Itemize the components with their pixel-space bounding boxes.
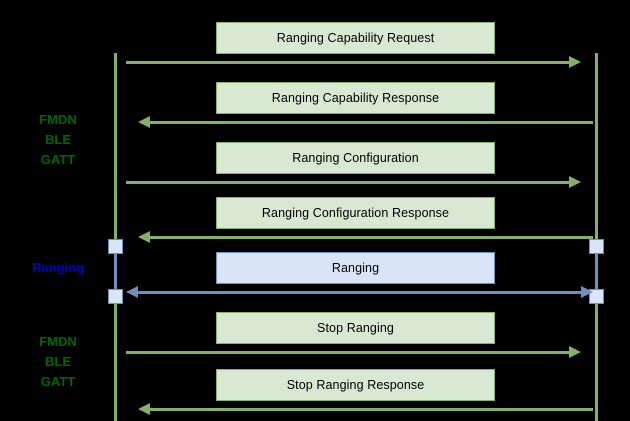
phase-label-line-2: BLE: [45, 132, 71, 147]
arrow-head-right-icon: [581, 286, 593, 298]
message-arrow-line: [150, 408, 593, 411]
message-arrow-line: [126, 61, 569, 64]
message-arrow-line: [150, 236, 593, 239]
message-box[interactable]: Ranging Capability Request: [216, 22, 495, 54]
activation-bar-right: [595, 245, 598, 295]
arrow-head-right-icon: [569, 56, 581, 68]
message-box[interactable]: Stop Ranging: [216, 312, 495, 344]
phase-label-line-3: GATT: [40, 152, 76, 167]
activation-marker-left-end: [108, 289, 123, 304]
activation-marker-right-start: [589, 239, 604, 254]
phase-label-line-2: BLE: [45, 354, 71, 369]
phase-label-line-1: FMDN: [39, 334, 77, 349]
message-box[interactable]: Ranging Configuration: [216, 142, 495, 174]
arrow-head-right-icon: [569, 346, 581, 358]
message-arrow-line: [126, 181, 569, 184]
message-box[interactable]: Ranging Capability Response: [216, 82, 495, 114]
arrow-head-right-icon: [569, 176, 581, 188]
phase-label-fmdn-ble-gatt-bottom: FMDN BLE GATT: [22, 332, 94, 392]
message-arrow-line: [126, 351, 569, 354]
phase-label-line-1: Ranging: [32, 260, 84, 275]
phase-label-fmdn-ble-gatt-top: FMDN BLE GATT: [22, 110, 94, 170]
arrow-head-left-icon: [138, 231, 150, 243]
arrow-head-left-icon: [138, 116, 150, 128]
activation-bar-left: [114, 245, 117, 295]
message-box[interactable]: Stop Ranging Response: [216, 369, 495, 401]
lifeline-right: [595, 53, 598, 421]
message-arrow-line: [150, 121, 593, 124]
arrow-head-left-icon: [126, 286, 138, 298]
arrow-head-left-icon: [138, 403, 150, 415]
lifeline-left: [114, 53, 117, 421]
message-box[interactable]: Ranging Configuration Response: [216, 197, 495, 229]
phase-label-line-3: GATT: [40, 374, 76, 389]
message-box[interactable]: Ranging: [216, 252, 495, 284]
activation-marker-left-start: [108, 239, 123, 254]
phase-label-ranging: Ranging: [22, 258, 94, 278]
phase-label-line-1: FMDN: [39, 112, 77, 127]
message-arrow-line: [138, 291, 581, 294]
